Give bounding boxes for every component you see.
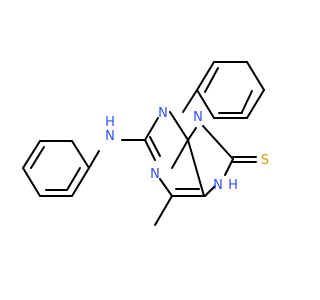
atom-label-h-amine: H — [105, 115, 115, 130]
atom-label-h7: H — [228, 178, 238, 193]
bond — [246, 61, 265, 91]
bond — [204, 185, 216, 197]
bond — [30, 146, 45, 169]
bond — [187, 139, 205, 197]
bond — [66, 167, 81, 191]
atom-label-layer: N N N N H N H S — [105, 106, 269, 193]
bond — [159, 178, 173, 197]
bond — [246, 89, 265, 119]
atom-label-n7: N — [213, 178, 223, 193]
atom-label-n9: N — [193, 110, 203, 125]
atom-label-n1: N — [150, 167, 160, 182]
atom-label-nh-amine: N — [105, 129, 115, 144]
bond — [149, 136, 161, 157]
bond — [224, 158, 234, 176]
bond — [182, 89, 198, 113]
bond — [202, 125, 234, 160]
bond — [169, 111, 189, 141]
atom-label-s: S — [261, 153, 269, 168]
bond — [144, 139, 156, 161]
molecule-structure-diagram: N N N N H N H S — [22, 61, 269, 226]
bond — [171, 139, 189, 169]
bond — [196, 89, 215, 119]
bond — [22, 167, 41, 197]
bond — [196, 61, 215, 91]
bond — [88, 150, 100, 169]
bond — [204, 67, 219, 93]
bond — [241, 90, 253, 113]
bond — [144, 117, 159, 141]
bond — [154, 195, 173, 226]
bond — [187, 127, 197, 141]
bond-layer — [22, 61, 265, 226]
atom-label-n3: N — [158, 106, 168, 121]
bond — [71, 140, 90, 169]
bond — [22, 140, 41, 169]
bond — [71, 167, 90, 197]
